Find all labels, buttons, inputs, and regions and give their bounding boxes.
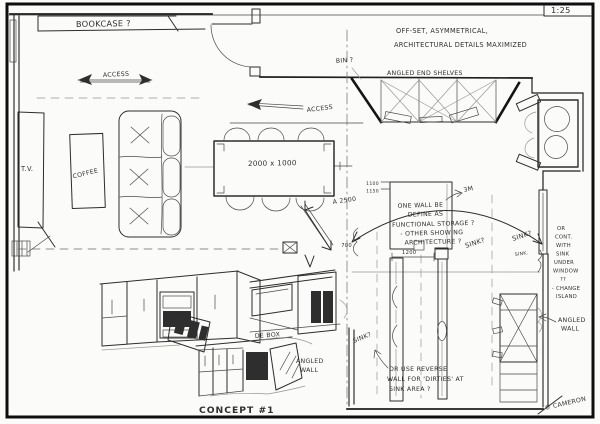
sketch-window-wall (249, 269, 348, 335)
dim-700-brace: 700 (341, 227, 359, 257)
island-counters (389, 247, 449, 402)
bookcase-label: BOOKCASE ? (76, 18, 131, 29)
sketch-angled-wall-1: ANGLED (296, 358, 324, 365)
reverse-note-2: WALL FOR 'DIRTIES' AT (387, 376, 464, 383)
angled-wall-leader: ANGLED WALL (537, 307, 586, 333)
table-size-label: 2000 x 1000 (248, 158, 297, 168)
angled-end-shelves (350, 67, 521, 124)
angled-wall-cabinet (491, 293, 538, 403)
radiator-symbol (11, 235, 51, 257)
plan-walls (9, 8, 584, 410)
window-note-4: SINK (556, 252, 570, 258)
tv-unit: T.V. (17, 111, 56, 248)
sheet-frame (5, 2, 595, 419)
storage-note-5: ARCHITECTURE ? (404, 238, 461, 246)
reverse-wall-note: OR USE REVERSE WALL FOR 'DIRTIES' AT SIN… (373, 349, 464, 393)
window-note-5: UNDER (554, 260, 574, 266)
swoop-arrow (351, 210, 543, 273)
angled-wall-note-1: ANGLED (558, 317, 586, 324)
storage-wall-outline (380, 181, 453, 251)
window-note: OR CONT. WITH SINK UNDER WINDOW ?? - CHA… (552, 226, 580, 300)
storage-note-3: FUNCTIONAL STORAGE ? (392, 220, 475, 229)
de-box-label-group: DE BOX (255, 331, 313, 345)
dim-3m: 3M (463, 185, 474, 194)
dining-table: 2000 x 1000 (213, 127, 335, 212)
sink-question-2: SINK? (511, 229, 533, 243)
scale-label: 1:25 (551, 5, 571, 15)
sketch-angled-wall-label: ANGLED WALL (296, 358, 324, 374)
angled-wall-note-2: WALL (561, 326, 579, 333)
reverse-note-3: SINK AREA ? (389, 386, 431, 393)
note-line-2: ARCHITECTURAL DETAILS MAXIMIZED (394, 41, 527, 49)
dim-1100: 1100 (366, 181, 379, 187)
sketch-angled-wall-view (195, 336, 306, 397)
shelves-label: ANGLED END SHELVES (387, 70, 463, 77)
design-notes: OFF-SET, ASYMMETRICAL, ARCHITECTURAL DET… (394, 27, 527, 49)
bin-label: BIN ? (336, 57, 354, 65)
signature: © CAMERON (544, 395, 587, 412)
sink-small-label: SINK. (514, 250, 528, 258)
sink-question-3: SINK? (352, 331, 372, 345)
window-note-8: - CHANGE (552, 286, 580, 292)
dim-3m-leader: 3M (445, 185, 474, 201)
dim-1150: 1150 (366, 189, 379, 195)
window-note-3: WITH (556, 243, 571, 249)
de-box-label: DE BOX (255, 331, 281, 340)
sofa (118, 110, 182, 238)
diagonal-arrow (300, 200, 334, 268)
window-note-7: ?? (560, 277, 566, 283)
dim-700: 700 (341, 243, 352, 249)
corner-sink-counter (515, 93, 579, 171)
reverse-note-1: OR USE REVERSE (389, 366, 447, 373)
guide-lines (17, 29, 541, 405)
access-arrow-mid: ACCESS (247, 99, 333, 114)
window-note-6: WINDOW (553, 269, 579, 275)
storage-note-4: - OTHER SHOWING (400, 229, 463, 238)
door (210, 8, 261, 77)
sketch-angled-hutch (167, 311, 211, 353)
bookcase: BOOKCASE ? (37, 15, 206, 32)
storage-note-2: DEFINE AS (408, 211, 444, 219)
dim-1200: 1200 (402, 250, 416, 256)
symbol-box (282, 241, 298, 254)
coffee-label: COFFEE (72, 167, 99, 180)
storage-note-1: ONE WALL BE (397, 202, 443, 210)
window-note-9: ISLAND (556, 294, 577, 300)
concept-caption: CONCEPT #1 (199, 405, 275, 416)
access-label-left: ACCESS (103, 71, 130, 79)
sketch-angled-wall-2: WALL (300, 367, 318, 374)
access-label-mid: ACCESS (306, 104, 333, 114)
tv-label: T.V. (20, 165, 33, 173)
window-note-1: OR (557, 226, 565, 232)
dim-a2500: A 2500 (332, 196, 356, 206)
dim-1200-line: 1200 (391, 250, 435, 262)
storage-question-note: ONE WALL BE DEFINE AS FUNCTIONAL STORAGE… (392, 202, 475, 247)
note-line-1: OFF-SET, ASYMMETRICAL, (396, 27, 488, 35)
sink-question-1: SINK? (464, 236, 486, 250)
sketch-tall-units (99, 270, 261, 351)
window (538, 189, 548, 255)
access-arrow-left: ACCESS (77, 71, 153, 85)
coffee-table: COFFEE (69, 132, 106, 210)
window-note-2: CONT. (555, 235, 572, 241)
